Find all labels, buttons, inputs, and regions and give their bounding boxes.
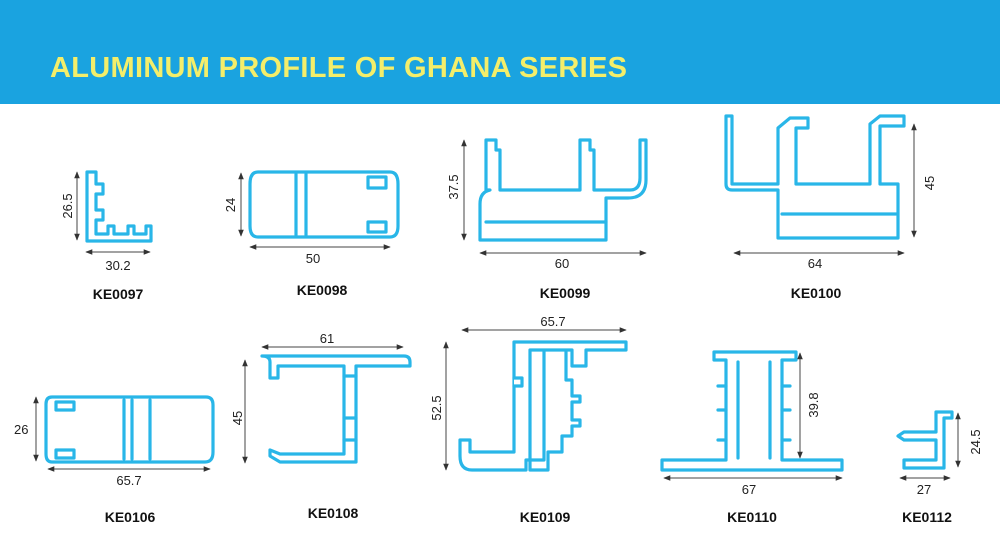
ke0112-code: KE0112	[902, 509, 952, 525]
ke0109-width-label: 65.7	[540, 314, 565, 329]
profile-ke0109: 52.5 65.7 KE0109	[429, 314, 628, 525]
profile-ke0097: 26.5 30.2 KE0097	[60, 170, 153, 302]
ke0098-slot-top	[366, 175, 388, 190]
ke0099-code: KE0099	[540, 285, 591, 301]
ke0112-height-label: 24.5	[968, 429, 983, 454]
ke0108-width-label: 61	[320, 331, 334, 346]
profile-ke0100-shape	[724, 114, 906, 240]
ke0097-width-label: 30.2	[105, 258, 130, 273]
ke0098-height-label: 24	[223, 198, 238, 212]
profile-ke0106-shape	[44, 395, 215, 464]
ke0099-width-label: 60	[555, 256, 569, 271]
ke0098-width-label: 50	[306, 251, 320, 266]
profile-ke0099: 37.5 60 KE0099	[446, 138, 648, 301]
ke0097-code: KE0097	[93, 286, 144, 302]
page-title: ALUMINUM PROFILE OF GHANA SERIES	[50, 52, 628, 84]
ke0110-ribs	[716, 384, 792, 442]
ke0106-slot-bottom	[54, 448, 76, 460]
profile-ke0106: 26 65.7 KE0106	[14, 395, 215, 525]
ke0112-width-label: 27	[917, 482, 931, 497]
ke0097-height-label: 26.5	[60, 193, 75, 218]
ke0108-code: KE0108	[308, 505, 359, 521]
ke0106-height-label: 26	[14, 422, 28, 437]
profile-ke0108-shape	[260, 354, 412, 464]
ke0100-height-label: 45	[922, 176, 937, 190]
ke0099-height-label: 37.5	[446, 174, 461, 199]
ke0110-code: KE0110	[727, 509, 777, 525]
profile-ke0108: 45 61 KE0108	[230, 331, 412, 521]
ke0108-ribs	[342, 374, 358, 442]
header-banner: ALUMINUM PROFILE OF GHANA SERIES	[0, 0, 1000, 104]
profile-ke0109-shape	[458, 340, 628, 472]
ke0106-code: KE0106	[105, 509, 156, 525]
profile-ke0098-shape	[248, 170, 400, 239]
ke0106-slot-top	[54, 400, 76, 412]
profile-ke0112-shape	[896, 410, 954, 470]
profile-ke0112: 24.5 27 KE0112	[896, 410, 983, 525]
profile-ke0110-shape	[660, 350, 844, 472]
profile-ke0100: 45 64 KE0100	[724, 114, 937, 301]
profile-ke0110: 39.8 67 KE0110	[660, 350, 844, 525]
ke0109-height-label: 52.5	[429, 395, 444, 420]
ke0108-height-label: 45	[230, 411, 245, 425]
ke0100-width-label: 64	[808, 256, 822, 271]
profile-ke0097-shape	[85, 170, 153, 243]
ke0110-height-label: 39.8	[806, 392, 821, 417]
ke0106-width-label: 65.7	[116, 473, 141, 488]
ke0109-code: KE0109	[520, 509, 571, 525]
ke0098-slot-bottom	[366, 220, 388, 234]
ke0100-code: KE0100	[791, 285, 842, 301]
ke0109-clip	[512, 376, 524, 388]
profile-ke0099-shape	[478, 138, 648, 242]
ke0098-code: KE0098	[297, 282, 348, 298]
ke0110-width-label: 67	[742, 482, 756, 497]
profile-ke0098: 24 50 KE0098	[223, 170, 400, 298]
